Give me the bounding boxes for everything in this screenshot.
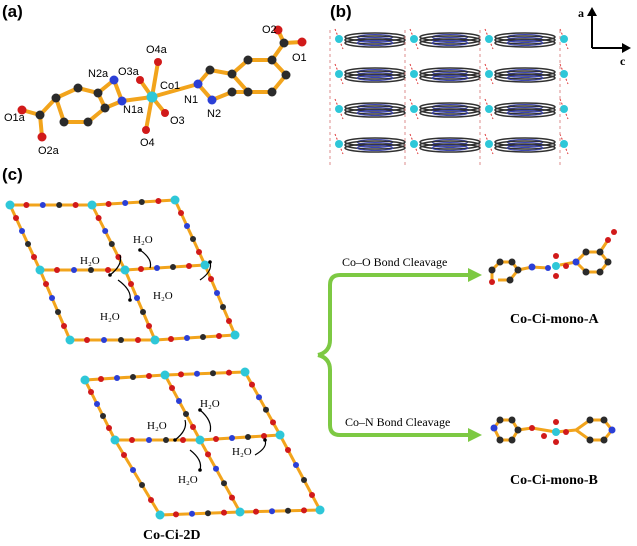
- water-label-7: H₂O: [232, 446, 252, 458]
- panel-label-a: (a): [2, 2, 23, 21]
- water-label-3: H₂O: [153, 290, 173, 302]
- framework-linker: [159, 509, 241, 518]
- water-attack-arrow: [254, 439, 267, 456]
- framework-linker: [198, 439, 242, 513]
- packing-ligand-stack: [494, 67, 556, 83]
- framework-linker: [239, 507, 321, 515]
- label-n2: N2: [207, 108, 222, 120]
- framework-linker: [83, 379, 117, 441]
- mono-a-name: Co-Ci-mono-A: [510, 312, 599, 327]
- packing-ligand-stack: [494, 32, 556, 48]
- water-attack-arrow: [174, 419, 187, 441]
- framework-cobalt-node: [80, 375, 90, 385]
- label-o2: O2: [262, 24, 277, 36]
- label-n1a: N1a: [123, 104, 144, 116]
- panel-label-b: (b): [330, 2, 352, 21]
- mono-b-name: Co-Ci-mono-B: [510, 473, 598, 488]
- packing-ligand-stack: [419, 102, 481, 118]
- framework-linker: [38, 269, 72, 341]
- water-label-4: H₂O: [100, 311, 120, 323]
- label-n1: N1: [184, 94, 199, 106]
- water-attack-arrow: [189, 449, 202, 471]
- label-o3a: O3a: [118, 66, 139, 78]
- co-n-cleavage-caption: Co–N Bond Cleavage: [345, 415, 451, 429]
- label-n2a: N2a: [88, 68, 109, 80]
- label-o4: O4: [140, 137, 155, 149]
- framework-linker: [164, 369, 246, 378]
- framework-linker: [70, 337, 155, 343]
- framework-cobalt-node: [110, 435, 120, 445]
- framework-linker: [10, 202, 92, 208]
- framework-cobalt-node: [35, 265, 45, 275]
- framework-linker: [173, 199, 207, 266]
- water-label-5: H₂O: [200, 398, 220, 410]
- framework-cobalt-node: [315, 505, 325, 515]
- framework-linker: [40, 267, 125, 273]
- framework-linker: [8, 204, 42, 271]
- label-o2a: O2a: [38, 145, 59, 157]
- framework-linker: [123, 269, 157, 341]
- framework-cobalt-node: [170, 195, 180, 205]
- framework-cobalt-node: [160, 370, 170, 380]
- framework-linker: [124, 263, 206, 272]
- water-label-1: H₂O: [133, 234, 153, 246]
- water-attack-arrow: [109, 254, 122, 276]
- framework-linker: [278, 434, 322, 511]
- framework-cobalt-node: [195, 435, 205, 445]
- framework-cobalt-node: [155, 510, 165, 520]
- axis-c-label: c: [620, 54, 626, 68]
- framework-linker: [154, 333, 236, 342]
- framework-linker: [203, 264, 237, 336]
- framework-linker: [199, 433, 281, 442]
- packing-ligand-stack: [494, 137, 556, 153]
- framework-cobalt-node: [235, 507, 245, 517]
- framework-linker: [84, 373, 166, 382]
- framework-linker: [91, 198, 176, 207]
- framework-cobalt-node: [150, 335, 160, 345]
- framework-cobalt-node: [65, 335, 75, 345]
- label-o1: O1: [292, 52, 307, 64]
- framework-linker: [163, 374, 202, 441]
- framework-cobalt-node: [230, 330, 240, 340]
- water-label-6: H₂O: [147, 420, 167, 432]
- framework-cobalt-node: [5, 200, 15, 210]
- framework-cobalt-node: [200, 260, 210, 270]
- packing-ligand-stack: [494, 102, 556, 118]
- framework-linker: [113, 439, 162, 516]
- framework-name: Co-Ci-2D: [143, 528, 201, 543]
- packing-ligand-stack: [419, 137, 481, 153]
- framework-linker: [90, 204, 127, 271]
- water-attack-arrow: [199, 409, 212, 433]
- framework-linker: [243, 371, 282, 436]
- water-attack-arrow: [139, 249, 152, 269]
- framework-cobalt-node: [120, 265, 130, 275]
- packing-ligand-stack: [344, 32, 406, 48]
- water-label-8: H₂O: [178, 474, 198, 486]
- panel-label-c: (c): [2, 165, 23, 184]
- water-label-2: H₂O: [80, 255, 100, 267]
- framework-linker: [115, 437, 200, 443]
- label-o4a: O4a: [146, 44, 167, 56]
- axis-a-label: a: [578, 6, 584, 20]
- framework-cobalt-node: [275, 430, 285, 440]
- co-o-cleavage-caption: Co–O Bond Cleavage: [342, 255, 448, 269]
- label-co1: Co1: [160, 80, 181, 92]
- label-o3: O3: [170, 115, 185, 127]
- framework-cobalt-node: [240, 367, 250, 377]
- framework-cobalt-node: [87, 200, 97, 210]
- label-o1a: O1a: [4, 112, 25, 124]
